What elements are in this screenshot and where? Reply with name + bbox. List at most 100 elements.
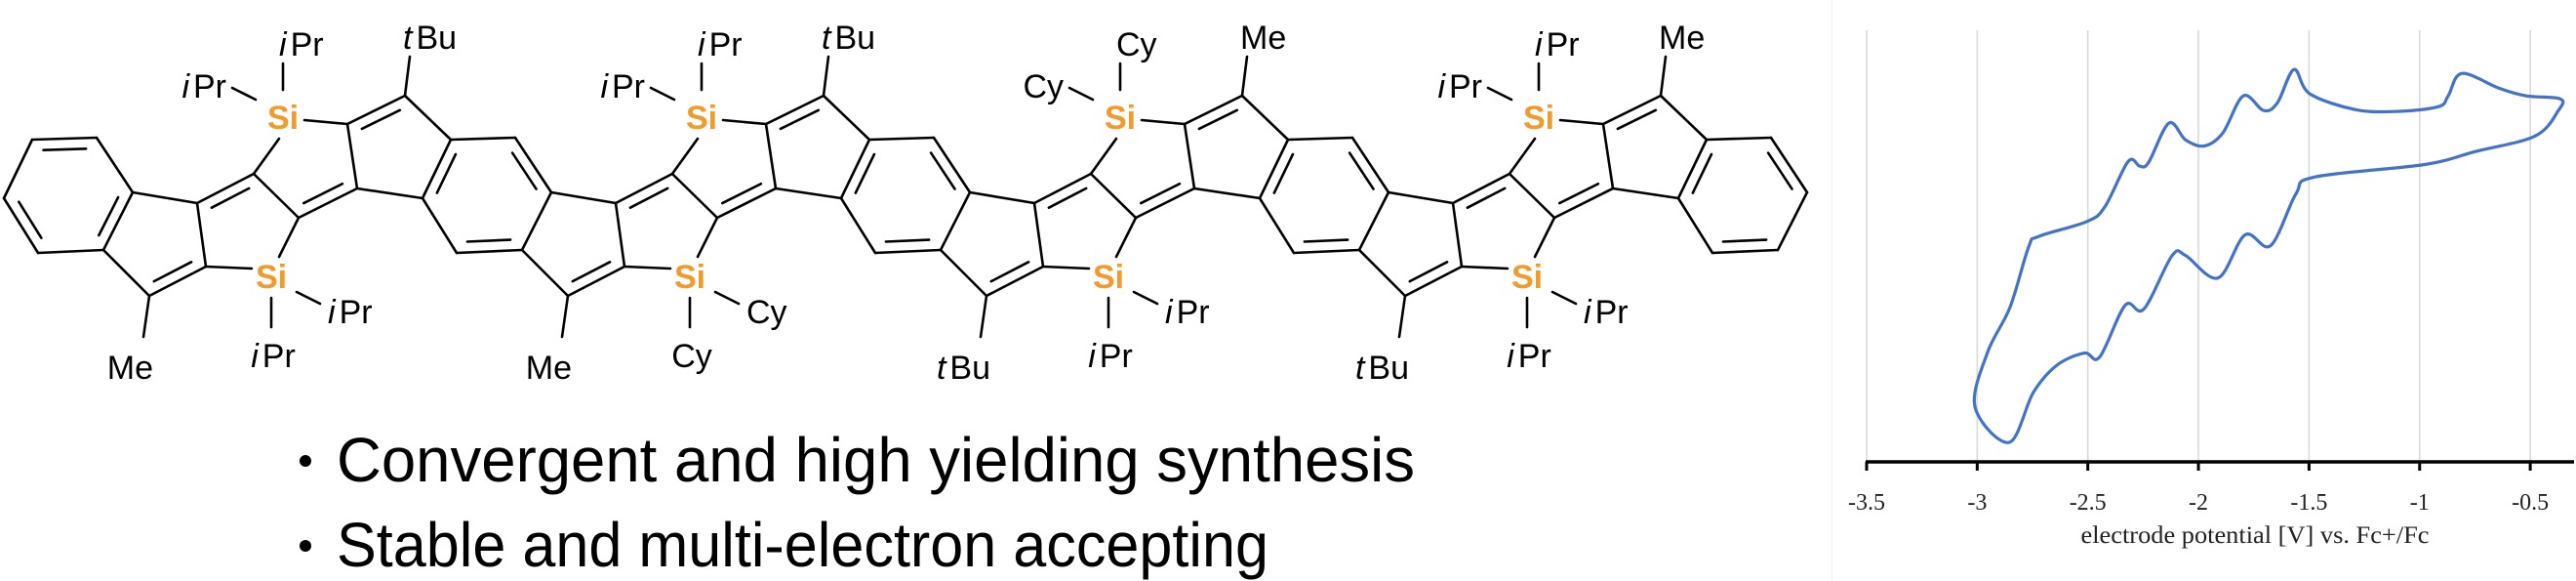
bond: [1558, 118, 1605, 126]
cv-chart: -3.5-3-2.5-2-1.5-1-0.5 electrode potenti…: [1848, 30, 2574, 549]
bond: [822, 94, 871, 142]
si-top-substituent: Cy: [1116, 26, 1157, 63]
bond: [2, 138, 34, 200]
bond: [1776, 190, 1809, 252]
bond: [1258, 138, 1290, 200]
double-bond-line: [17, 200, 43, 239]
bond: [670, 137, 700, 176]
silicon-atom-label: Si: [1093, 259, 1124, 296]
x-ticks: -3.5-3-2.5-2-1.5-1-0.5: [1848, 462, 2549, 516]
bond: [513, 136, 553, 194]
bond: [36, 248, 105, 255]
silicon-atom-label: Si: [1511, 259, 1543, 296]
double-bond-line: [884, 238, 931, 243]
bond: [1705, 136, 1773, 142]
si-substituent-bond: [295, 290, 322, 306]
bullet-text: Convergent and high yielding synthesis: [337, 425, 1415, 495]
double-bond-line: [435, 152, 458, 194]
top-substituent: Me: [1659, 20, 1705, 57]
double-bond-line: [1139, 182, 1182, 205]
double-bond-line: [42, 147, 88, 151]
silicon-atom-label: Si: [674, 259, 705, 296]
bond: [1114, 216, 1138, 259]
bond: [297, 187, 359, 220]
double-bond-line: [510, 151, 538, 190]
bond: [195, 172, 256, 205]
bond: [614, 172, 674, 205]
bottom-substituent: Me: [526, 350, 572, 387]
double-bond-line: [1616, 108, 1658, 131]
bond: [968, 190, 1036, 205]
bond: [449, 136, 517, 142]
bond: [1183, 122, 1196, 190]
bond: [623, 265, 672, 270]
bond: [1711, 248, 1780, 255]
bond: [1032, 201, 1045, 269]
bond: [101, 190, 135, 252]
bond: [1676, 138, 1709, 200]
double-bond-line: [929, 151, 956, 190]
bond: [2, 196, 40, 255]
double-bond-line: [1272, 152, 1295, 194]
bond: [1192, 187, 1262, 200]
bond: [1089, 137, 1118, 176]
bond: [95, 136, 135, 194]
bond: [421, 196, 459, 255]
double-bond-line: [210, 187, 251, 209]
bond: [549, 190, 618, 205]
substituent-bond: [141, 294, 151, 339]
double-bond-line: [1557, 182, 1600, 205]
double-bond-line: [720, 182, 763, 205]
bond: [1286, 136, 1354, 142]
substituent-bond: [1659, 55, 1668, 98]
bond: [101, 248, 151, 298]
double-bond-line: [1408, 261, 1449, 283]
bond: [1611, 187, 1680, 200]
bond: [774, 187, 843, 200]
bond: [204, 265, 254, 270]
bond: [670, 172, 719, 220]
bond: [721, 118, 768, 126]
x-tick-label: -0.5: [2512, 490, 2549, 516]
si-substituent-bond: [649, 86, 676, 102]
bond: [147, 265, 208, 298]
bond: [566, 265, 626, 298]
si-substituent-bond: [1550, 290, 1578, 306]
double-bond-line: [1047, 187, 1088, 209]
si-bottom-substituent: Cy: [671, 338, 712, 375]
si-bottom-right-substituent: Cy: [746, 294, 787, 331]
silicon-atom-label: Si: [1523, 100, 1554, 137]
substituent-bond: [979, 294, 988, 339]
double-bond-line: [779, 108, 821, 131]
substituent-bond: [403, 55, 412, 98]
bullet-item: Stable and multi-electron accepting: [300, 510, 1268, 580]
bond: [1041, 265, 1091, 270]
double-bond-line: [1721, 238, 1768, 243]
silicon-atom-label: Si: [1105, 100, 1136, 137]
bond: [252, 172, 301, 220]
bond: [1460, 265, 1509, 270]
si-substituent-bond: [1486, 86, 1513, 102]
bond: [1387, 190, 1455, 205]
bond: [932, 136, 972, 194]
bond: [1769, 136, 1809, 194]
bond: [195, 201, 208, 269]
bond: [1601, 122, 1615, 190]
bottom-substituent: Me: [107, 350, 153, 387]
bond: [421, 138, 453, 200]
bond: [1601, 94, 1663, 126]
bullet-marker: [300, 455, 311, 467]
bond: [345, 94, 407, 126]
double-bond-line: [628, 187, 669, 209]
silicon-atom-label: Si: [256, 259, 287, 296]
